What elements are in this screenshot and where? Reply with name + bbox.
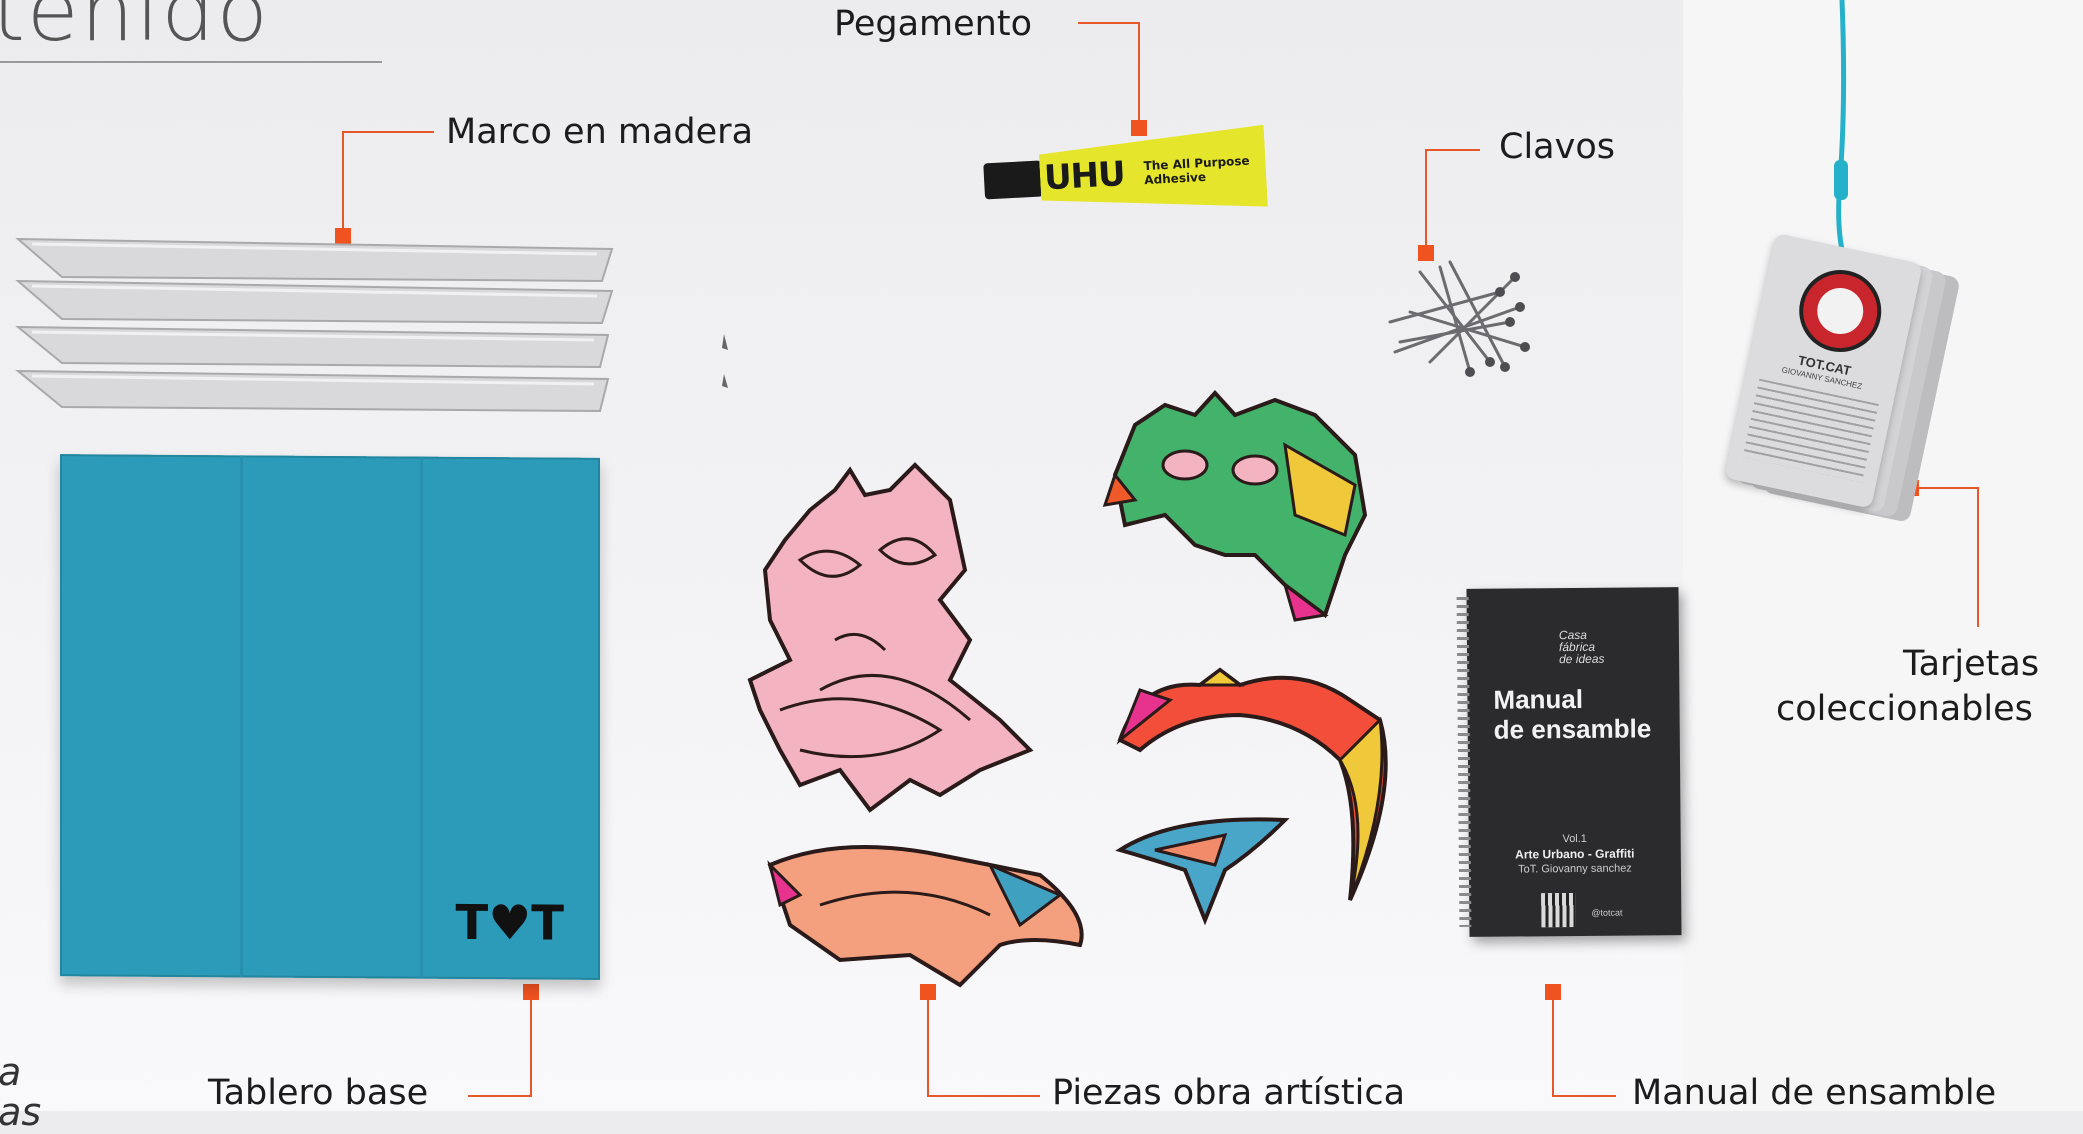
label-tablero: Tablero base <box>208 1073 429 1113</box>
manual-subject: Arte Urbano - Graffiti <box>1515 846 1635 862</box>
leader-piezas-v <box>927 990 929 1097</box>
manual-qr-code <box>1541 892 1576 928</box>
marker-tablero <box>523 984 539 1000</box>
board-seam-1 <box>240 455 243 978</box>
leader-tablero-v <box>530 990 532 1097</box>
manual-spiral <box>1456 596 1472 928</box>
art-piece-pink-cat <box>747 462 1034 813</box>
manual-publisher-3: de ideas <box>1559 651 1605 667</box>
board-logo: T♥T <box>455 894 564 952</box>
label-tarjetas-2: coleccionables <box>1776 689 2033 729</box>
section-heading: tenido <box>0 0 270 60</box>
wooden-frame-sticks <box>15 237 614 413</box>
manual-author: ToT. Giovanny sanchez <box>1518 862 1632 876</box>
leader-pegamento-v <box>1138 22 1140 122</box>
leader-tablero-h <box>468 1095 532 1097</box>
glue-brand: UHU <box>1043 154 1126 199</box>
manual-book: Casa fábrica de ideas Manual de ensamble… <box>1456 587 1682 937</box>
marker-marco <box>335 228 351 244</box>
art-piece-wing-large <box>767 845 1084 988</box>
label-marco: Marco en madera <box>446 112 754 152</box>
leader-marco-h <box>342 131 434 133</box>
manual-title-2: de ensamble <box>1493 713 1652 745</box>
cutoff-text-line-1: a <box>0 1050 22 1094</box>
art-piece-green-creature <box>1102 390 1368 622</box>
manual-vol: Vol.1 <box>1562 832 1587 846</box>
manual-title-1: Manual <box>1493 683 1584 715</box>
glue-cap <box>983 160 1044 200</box>
marker-piezas <box>920 984 936 1000</box>
leader-manual-v <box>1552 990 1554 1097</box>
right-panel-background <box>1683 0 2083 1111</box>
art-piece-headband <box>1116 667 1388 901</box>
label-tarjetas-1: Tarjetas <box>1903 644 2040 684</box>
heading-underline <box>0 61 382 63</box>
label-piezas: Piezas obra artística <box>1052 1073 1406 1113</box>
card-text-block <box>1742 378 1879 483</box>
leader-manual-h <box>1552 1095 1616 1097</box>
leader-piezas-h <box>927 1095 1040 1097</box>
leader-tarjetas-h <box>1912 487 1979 489</box>
leader-marco-v <box>342 131 344 229</box>
card-emblem <box>1791 262 1889 360</box>
label-manual: Manual de ensamble <box>1632 1073 1997 1113</box>
base-board: T♥T <box>60 454 600 980</box>
nails-pile <box>1388 260 1530 377</box>
leader-tarjetas-v <box>1977 487 1979 627</box>
leader-clavos-h <box>1425 149 1480 151</box>
marker-clavos <box>1418 245 1434 261</box>
art-piece-wing-small <box>1115 817 1290 926</box>
small-marks <box>722 334 728 388</box>
glue-tube: UHU The All Purpose Adhesive <box>982 123 1272 226</box>
label-clavos: Clavos <box>1499 127 1615 167</box>
card-emblem-inner <box>1812 283 1868 339</box>
cutoff-text-line-2: bas <box>0 1090 42 1134</box>
marker-manual <box>1545 984 1561 1000</box>
leader-pegamento-h <box>1078 22 1140 24</box>
board-seam-2 <box>420 456 423 979</box>
card-string <box>1834 0 1848 259</box>
label-pegamento: Pegamento <box>834 4 1033 44</box>
marker-pegamento <box>1131 120 1147 136</box>
leader-clavos-v <box>1425 149 1427 245</box>
manual-handle: @totcat <box>1591 907 1623 918</box>
